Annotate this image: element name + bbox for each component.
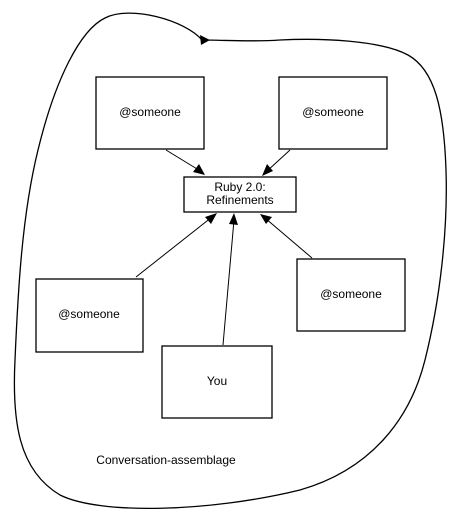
boundary-arrowhead [200, 35, 210, 45]
center-node-line2: Refinements [206, 193, 273, 207]
edge-middle-left-arrowhead [205, 213, 217, 224]
node-middle-right-label: @someone [320, 287, 382, 301]
node-top-right-label: @someone [302, 105, 364, 119]
region-label: Conversation-assemblage [96, 453, 236, 467]
center-node-line1: Ruby 2.0: [214, 180, 265, 194]
node-middle-left-label: @someone [58, 307, 120, 321]
center-node: Ruby 2.0: Refinements [183, 176, 297, 213]
edge-middle-left [135, 216, 213, 278]
node-bottom: You [161, 345, 273, 419]
node-top-left: @someone [95, 76, 205, 150]
assemblage-boundary [13, 12, 447, 510]
edge-bottom [222, 219, 235, 346]
node-middle-left: @someone [35, 278, 144, 353]
edge-top-left-arrowhead [193, 164, 205, 175]
node-middle-right: @someone [296, 258, 406, 332]
node-bottom-label: You [207, 374, 227, 388]
edge-middle-right-arrowhead [260, 214, 272, 224]
edge-middle-right [264, 217, 313, 259]
edge-top-right-arrowhead [262, 164, 273, 176]
edge-bottom-arrowhead [229, 213, 238, 225]
node-top-left-label: @someone [119, 105, 181, 119]
node-top-right: @someone [278, 76, 388, 150]
edges [135, 149, 313, 346]
